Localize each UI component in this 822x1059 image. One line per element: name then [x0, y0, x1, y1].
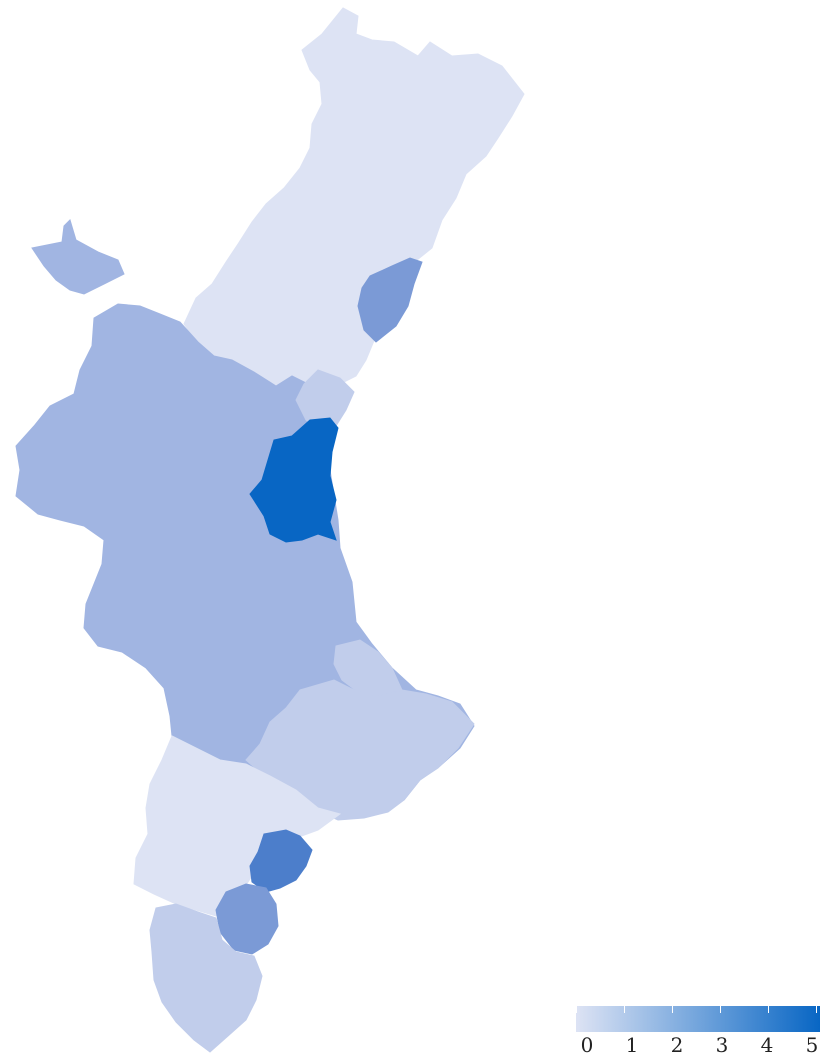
region-alicante-north [245, 679, 475, 821]
legend-tick [816, 1006, 817, 1013]
region-vega-baja [149, 903, 263, 1053]
region-alicante-south-district [215, 883, 279, 955]
region-alicante-metro [249, 829, 313, 893]
legend-label-1: 1 [625, 1033, 639, 1057]
region-valencia-metro [249, 417, 339, 543]
region-rincon-de-ademuz [31, 219, 125, 295]
legend-label-2: 2 [670, 1033, 684, 1057]
legend-tick [624, 1006, 625, 1013]
legend-color-bar [576, 1006, 820, 1032]
legend-label-0: 0 [580, 1033, 594, 1057]
legend-tick [576, 1006, 577, 1013]
legend-tick [672, 1006, 673, 1013]
region-castellon-north [183, 7, 525, 391]
region-castellon-coast-district [357, 257, 423, 343]
color-legend: 0 1 2 3 4 5 [576, 1006, 820, 1056]
legend-label-5: 5 [805, 1033, 819, 1057]
legend-tick [768, 1006, 769, 1013]
legend-label-4: 4 [760, 1033, 774, 1057]
legend-tick [720, 1006, 721, 1013]
legend-label-3: 3 [715, 1033, 729, 1057]
